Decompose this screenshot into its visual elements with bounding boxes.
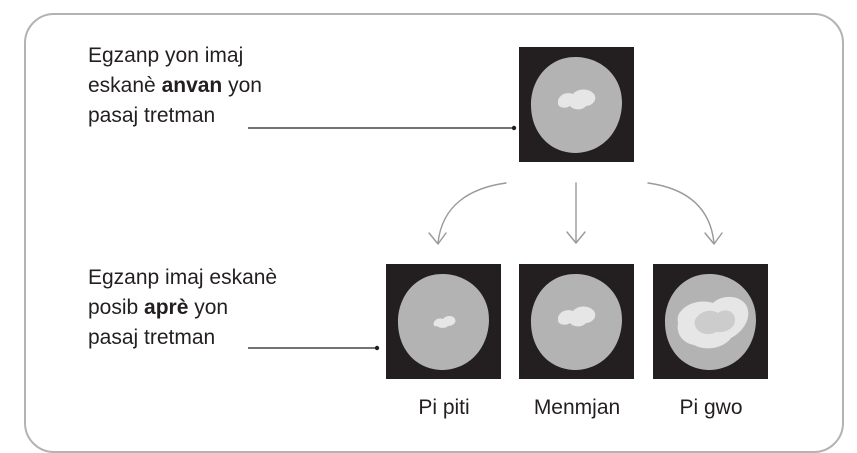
before-tumor xyxy=(558,89,596,110)
before-caption: Egzanp yon imaj eskanè anvan yon pasaj t… xyxy=(88,41,262,131)
after-caption-line2-pre: posib xyxy=(88,296,145,319)
larger-tumor-inner xyxy=(694,310,736,335)
arrow-right-head xyxy=(704,232,723,245)
after-caption: Egzanp imaj eskanè posib aprè yon pasaj … xyxy=(88,263,277,353)
arrow-right xyxy=(647,182,715,244)
smaller-tumor xyxy=(433,316,456,328)
same-tumor xyxy=(558,306,596,327)
before-caption-bold: anvan xyxy=(161,74,223,97)
before-caption-line2-post: yon xyxy=(222,74,262,97)
scan-same-image xyxy=(519,264,634,379)
label-smaller: Pi piti xyxy=(418,396,470,419)
arrow-middle-head xyxy=(566,231,586,244)
arrow-left-head xyxy=(428,232,447,245)
after-caption-line1: Egzanp imaj eskanè xyxy=(88,266,278,289)
before-caption-line1: Egzanp yon imaj xyxy=(88,44,244,67)
scan-larger-image xyxy=(653,264,768,379)
arrow-left xyxy=(437,182,507,244)
before-scan-image xyxy=(519,47,634,162)
diagram-artwork xyxy=(248,47,768,379)
before-leader-dot xyxy=(511,125,517,131)
label-same: Menmjan xyxy=(533,396,621,419)
after-caption-line2-post: yon xyxy=(188,296,229,319)
after-leader-dot xyxy=(374,345,380,351)
scan-smaller-image xyxy=(386,264,501,379)
before-caption-line3: pasaj tretman xyxy=(88,104,216,127)
after-caption-line3: pasaj tretman xyxy=(88,326,216,349)
label-larger: Pi gwo xyxy=(679,396,743,419)
before-caption-line2-pre: eskanè xyxy=(88,74,162,97)
after-caption-bold: aprè xyxy=(144,296,189,319)
